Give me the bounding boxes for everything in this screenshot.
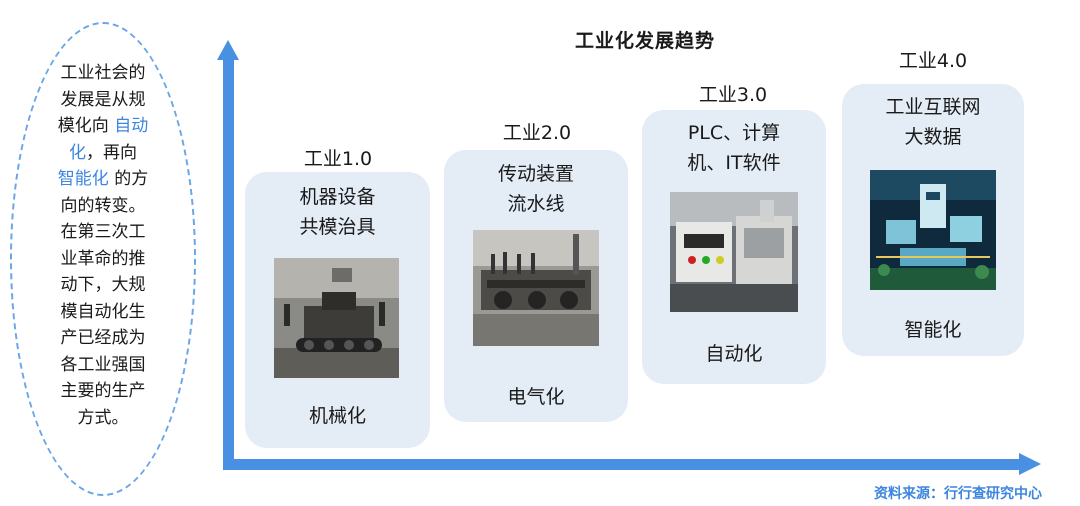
stage-card-top-text: PLC、计算 机、IT软件 (642, 118, 826, 178)
x-axis-arrow (223, 459, 1021, 470)
stage-feature: 大数据 (904, 126, 962, 148)
x-axis-arrowhead-icon (1019, 453, 1041, 475)
note-line: 模自动化生 (60, 301, 146, 322)
stage-card-4: 工业互联网 大数据 智能化 (842, 84, 1024, 356)
stage-label-1: 工业1.0 (303, 148, 373, 170)
note-text: 工业社会的 发展是从规 模化向 自动 化，再向 智能化 的方 向的转变。 在第三… (42, 60, 164, 431)
stage-card-top-text: 工业互联网 大数据 (842, 92, 1024, 152)
note-ellipse (10, 22, 196, 496)
note-highlight: 智能化 (57, 169, 109, 189)
note-line: 发展是从规 (60, 89, 146, 110)
note-highlight: 化 (69, 142, 86, 163)
stage-card-top-text: 机器设备 共模治具 (245, 182, 430, 242)
stage-card-top-text: 传动装置 流水线 (444, 159, 628, 219)
stage-photo-smart-city (870, 170, 996, 290)
stage-result: 机械化 (308, 405, 366, 427)
stage-feature: 传动装置 (497, 163, 574, 185)
note-line: 方式。 (77, 407, 129, 428)
stage-feature: PLC、计算 (687, 122, 781, 144)
stage-card-2: 传动装置 流水线 电气化 (444, 150, 628, 422)
stage-feature: 机、IT软件 (687, 152, 781, 174)
note-line: 业革命的推 (60, 248, 146, 269)
note-line: 向的转变。 (60, 195, 146, 216)
y-axis-arrow (223, 56, 234, 470)
note-line: 在第三次工 (60, 222, 146, 242)
stage-card-1: 机器设备 共模治具 机械化 (245, 172, 430, 448)
note-line: 智能化 的方 (42, 166, 164, 193)
note-fragment: ，再向 (86, 142, 137, 163)
note-line: 工业社会的 (60, 63, 146, 83)
stage-result: 智能化 (904, 319, 962, 341)
stage-label-4: 工业4.0 (898, 50, 968, 72)
stage-photo-factory (473, 230, 599, 346)
stage-photo-tank (274, 258, 399, 378)
note-line: 各工业强国 (60, 354, 146, 375)
note-line: 化，再向 (42, 140, 164, 167)
stage-feature: 机器设备 (299, 186, 376, 208)
stage-label-3: 工业3.0 (698, 84, 768, 106)
source-note: 资料来源：行行查研究中心 (874, 486, 1042, 502)
note-line: 产已经成为 (60, 328, 146, 348)
note-highlight: 自动 (114, 116, 149, 136)
note-line: 动下，大规 (60, 275, 146, 295)
stage-result: 自动化 (705, 343, 763, 365)
stage-feature: 工业互联网 (885, 96, 981, 118)
stage-label-2: 工业2.0 (502, 122, 572, 144)
diagram-title: 工业化发展趋势 (574, 30, 715, 52)
y-axis-arrowhead-icon (217, 40, 239, 60)
stage-result: 电气化 (507, 386, 565, 408)
note-fragment: 模化向 (57, 116, 115, 136)
stage-photo-automation (670, 192, 798, 312)
note-line: 模化向 自动 (42, 113, 164, 140)
note-fragment: 的方 (108, 169, 149, 189)
stage-card-3: PLC、计算 机、IT软件 自动化 (642, 110, 826, 384)
note-line: 主要的生产 (60, 381, 146, 401)
stage-feature: 共模治具 (299, 216, 376, 238)
stage-feature: 流水线 (507, 193, 565, 215)
